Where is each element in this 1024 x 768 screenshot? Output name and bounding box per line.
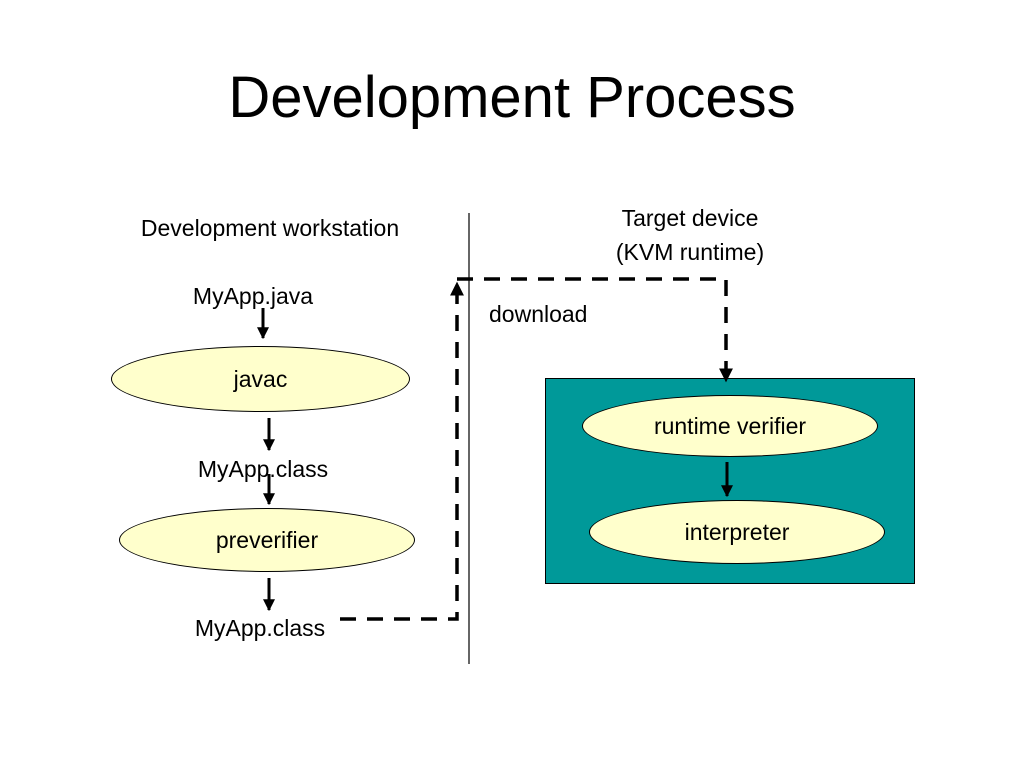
download-path-across-down — [457, 277, 733, 383]
javac-node: javac — [111, 346, 410, 412]
workstation-heading: Development workstation — [140, 215, 400, 241]
slide-title: Development Process — [228, 65, 796, 130]
download-path-up — [340, 281, 464, 621]
class-file-label-1: MyApp.class — [197, 456, 329, 482]
javac-label: javac — [233, 365, 288, 392]
device-heading-line1: Target device — [621, 205, 759, 231]
interpreter-label: interpreter — [684, 518, 790, 545]
download-label: download — [489, 301, 588, 327]
interpreter-node: interpreter — [589, 500, 885, 564]
device-heading-line2: (KVM runtime) — [615, 239, 765, 265]
runtime-verifier-node: runtime verifier — [582, 395, 878, 457]
preverifier-label: preverifier — [215, 526, 319, 553]
class-file-label-2: MyApp.class — [194, 615, 326, 641]
preverifier-node: preverifier — [119, 508, 415, 572]
source-file-label: MyApp.java — [192, 283, 314, 309]
runtime-verifier-label: runtime verifier — [653, 412, 807, 439]
